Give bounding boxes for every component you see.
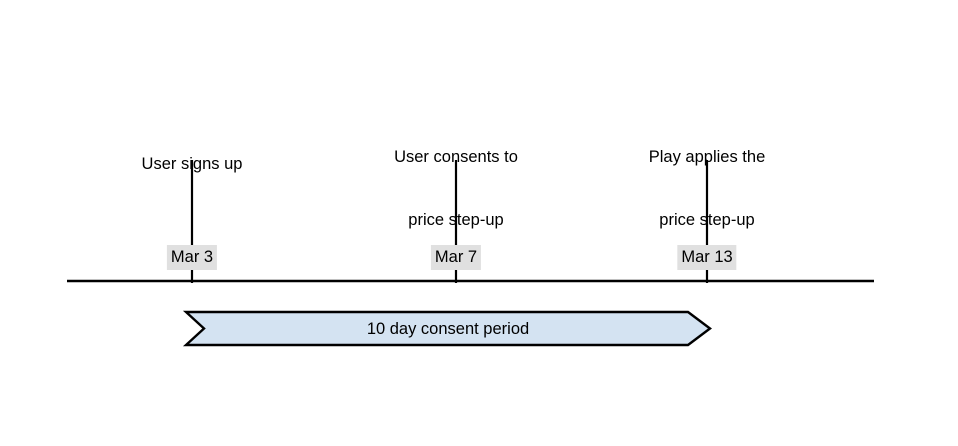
event-label-line: price step-up — [408, 211, 504, 229]
event-label-line: price step-up — [659, 211, 755, 229]
date-chip-mar-7: Mar 7 — [430, 245, 482, 270]
event-label-line: Play applies the — [648, 148, 766, 166]
date-chip-mar-3: Mar 3 — [166, 245, 218, 270]
consent-period-shape — [182, 310, 712, 347]
consent-period-label: 10 day consent period — [366, 320, 530, 338]
event-label-user-signs-up: User signs up — [142, 112, 243, 217]
event-label-line: User signs up — [141, 155, 243, 173]
event-label-user-consents: User consents to price step-up — [394, 105, 518, 273]
event-label-line: User consents to — [394, 148, 518, 166]
date-chip-mar-13: Mar 13 — [677, 245, 737, 270]
event-label-play-applies-step-up: Play applies the price step-up — [649, 105, 766, 273]
